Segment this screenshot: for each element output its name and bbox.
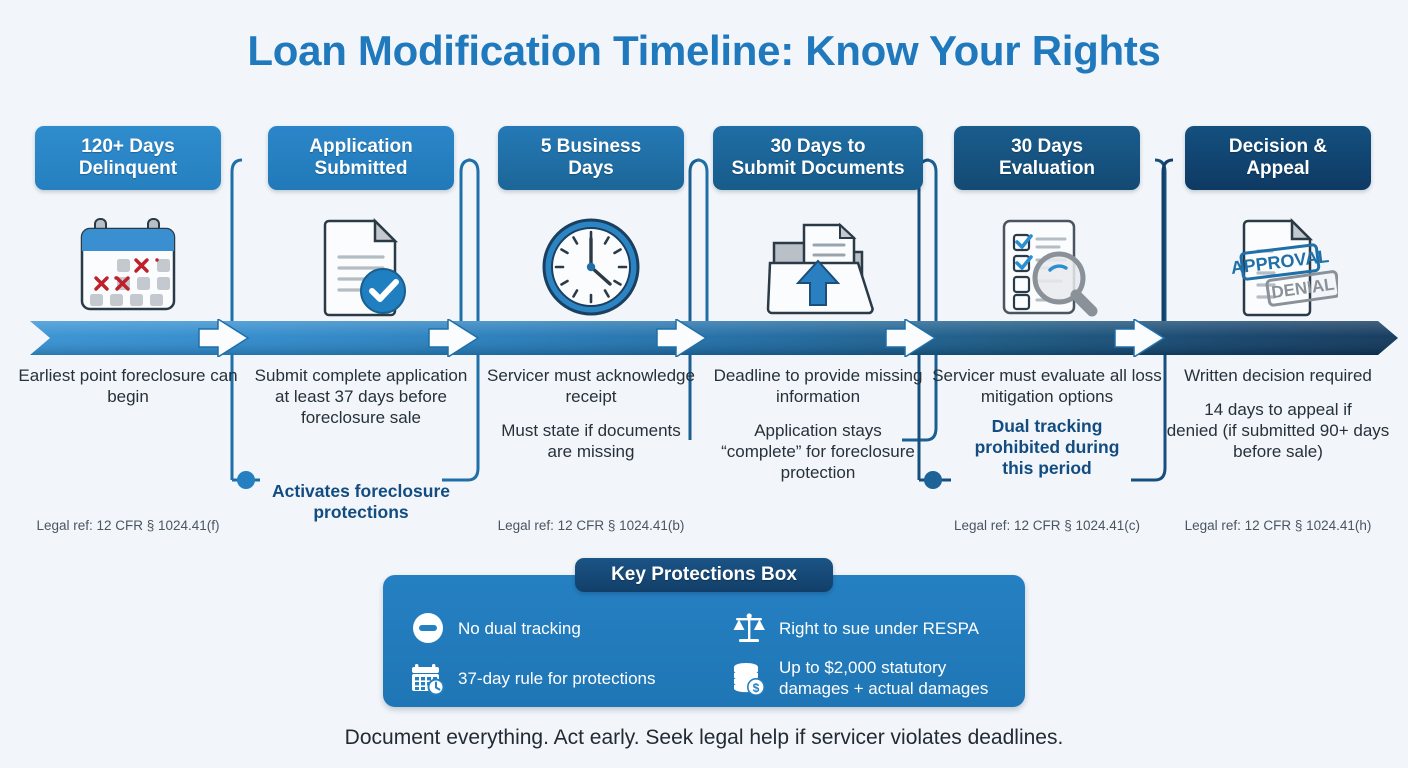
footer-advice: Document everything. Act early. Seek leg… — [344, 726, 1064, 749]
timeline-step-2: Application Submitted — [246, 126, 476, 326]
key-protection-label: 37-day rule for protections — [458, 668, 656, 688]
desc-sub-line: “complete” for — [721, 442, 827, 461]
callout-line: this period — [1002, 458, 1092, 478]
checklist-magnifier-icon — [1002, 219, 1098, 317]
scales-icon — [732, 611, 766, 645]
step-header-line: Submit Documents — [731, 158, 905, 179]
desc-line: required — [1309, 366, 1372, 385]
desc-line: Written decision — [1184, 366, 1305, 385]
desc-sub-line: denied (if submitted 90+ — [1166, 421, 1349, 440]
step-icon-3 — [476, 208, 706, 326]
desc-line: foreclosure sale — [300, 408, 421, 427]
callout-line: protections — [313, 502, 409, 522]
legal-ref-6: Legal ref: 12 CFR § 1024.41(h) — [1184, 518, 1372, 533]
step-icon-4 — [703, 208, 933, 326]
legal-ref-5: Legal ref: 12 CFR § 1024.41(c) — [953, 518, 1141, 533]
desc-sub-line: Application stays — [754, 421, 882, 440]
step-header-line: 120+ Days — [81, 136, 175, 157]
callout-step-2: Activates foreclosure protections — [246, 481, 476, 523]
svg-text:$: $ — [753, 681, 760, 695]
step-header-4[interactable]: 30 Days to Submit Documents — [713, 126, 923, 190]
step-icon-6: APPROVAL DENIAL — [1163, 208, 1393, 326]
timeline-step-5: 30 Days Evaluation — [932, 126, 1162, 326]
desc-line: 37 days before — [334, 387, 447, 406]
desc-sub-line: days before sale) — [1233, 421, 1390, 461]
step-desc-5: Servicer must evaluate all loss mitigati… — [932, 365, 1162, 479]
key-protection-label: Right to sue under RESPA — [779, 618, 980, 638]
desc-line: mitigation options — [980, 387, 1114, 406]
document-check-icon — [323, 217, 406, 317]
key-protection-label-line: Up to $2,000 statutory — [779, 658, 947, 677]
desc-sub-line: 14 days to appeal if — [1204, 400, 1352, 419]
desc-line: missing information — [775, 366, 923, 406]
step-desc-3: Servicer must acknowledge receipt Must s… — [476, 365, 706, 462]
desc-line: Deadline to provide — [713, 366, 861, 385]
step-icon-2 — [246, 208, 476, 326]
step-header-line: 30 Days to — [770, 136, 866, 157]
step-header-line: Appeal — [1246, 158, 1310, 179]
key-protection-label: Up to $2,000 statutory damages + actual … — [779, 657, 988, 699]
desc-sub-line: foreclosure protection — [780, 442, 915, 482]
folder-upload-icon — [766, 222, 874, 315]
desc-line: Submit complete — [254, 366, 382, 385]
timeline-step-4: 30 Days to Submit Documents — [703, 126, 933, 326]
calendar-x-icon — [80, 218, 176, 311]
step-header-line: Days — [568, 158, 614, 179]
approval-denial-icon: APPROVAL DENIAL — [1230, 217, 1338, 317]
legal-ref-3: Legal ref: 12 CFR § 1024.41(b) — [497, 518, 685, 533]
desc-sub-line: are missing — [547, 442, 635, 461]
step-header-line: Application — [309, 136, 413, 157]
step-header-2[interactable]: Application Submitted — [268, 126, 454, 190]
desc-line: evaluate all loss — [1040, 366, 1162, 385]
key-protection-label: No dual tracking — [458, 618, 581, 638]
timeline-step-1: 120+ Days Delinquent — [13, 126, 243, 326]
timeline-arrow-band — [30, 319, 1398, 357]
step-header-line: 5 Business — [540, 136, 642, 157]
desc-line: begin — [107, 387, 149, 406]
step-desc-4: Deadline to provide missing information … — [703, 365, 933, 483]
key-protection-item[interactable]: No dual tracking — [383, 605, 704, 651]
money-stack-icon: $ — [732, 661, 766, 695]
desc-sub-line: Must state if documents — [501, 421, 681, 440]
step-header-1[interactable]: 120+ Days Delinquent — [35, 126, 221, 190]
step-header-line: Evaluation — [998, 158, 1096, 179]
page-title: Loan Modification Timeline: Know Your Ri… — [247, 27, 1161, 74]
step-header-line: 30 Days — [1011, 136, 1083, 157]
key-protection-item[interactable]: Right to sue under RESPA — [704, 605, 1025, 651]
key-protections-tab: Key Protections Box — [575, 558, 833, 592]
key-protection-item[interactable]: 37-day rule for protections — [383, 651, 704, 705]
step-desc-1: Earliest point foreclosure can begin — [13, 365, 243, 407]
step-header-line: Delinquent — [78, 158, 178, 179]
desc-line: Servicer must — [932, 366, 1037, 385]
step-header-3[interactable]: 5 Business Days — [498, 126, 684, 190]
no-entry-icon — [411, 611, 445, 645]
legal-ref-1: Legal ref: 12 CFR § 1024.41(f) — [36, 518, 220, 533]
callout-line: Dual tracking — [991, 416, 1103, 436]
desc-line: application at least — [274, 366, 468, 406]
step-icon-5 — [932, 208, 1162, 326]
timeline-step-6: Decision & Appeal APPROVAL DENIAL — [1163, 126, 1393, 326]
calendar-clock-icon — [411, 661, 445, 695]
step-header-5[interactable]: 30 Days Evaluation — [954, 126, 1140, 190]
callout-line: prohibited during — [974, 437, 1120, 457]
desc-line: acknowledge receipt — [565, 366, 695, 406]
step-header-6[interactable]: Decision & Appeal — [1185, 126, 1371, 190]
step-header-line: Decision & — [1228, 136, 1328, 157]
step-icon-1 — [13, 208, 243, 326]
key-protection-label-line: damages + actual damages — [779, 679, 989, 698]
desc-line: Earliest point — [18, 366, 117, 385]
desc-line: Servicer must — [487, 366, 591, 385]
key-protection-item[interactable]: $ Up to $2,000 statutory damages + actua… — [704, 651, 1025, 705]
key-protections-box: No dual tracking Right to sue under RESP… — [383, 575, 1025, 707]
step-desc-6: Written decision required 14 days to app… — [1163, 365, 1393, 462]
timeline-step-3: 5 Business Days — [476, 126, 706, 326]
desc-line: foreclosure can — [121, 366, 238, 385]
callout-line: Activates foreclosure — [272, 481, 450, 501]
step-header-line: Submitted — [314, 158, 408, 179]
clock-icon — [542, 218, 640, 316]
step-desc-2: Submit complete application at least 37 … — [246, 365, 476, 428]
